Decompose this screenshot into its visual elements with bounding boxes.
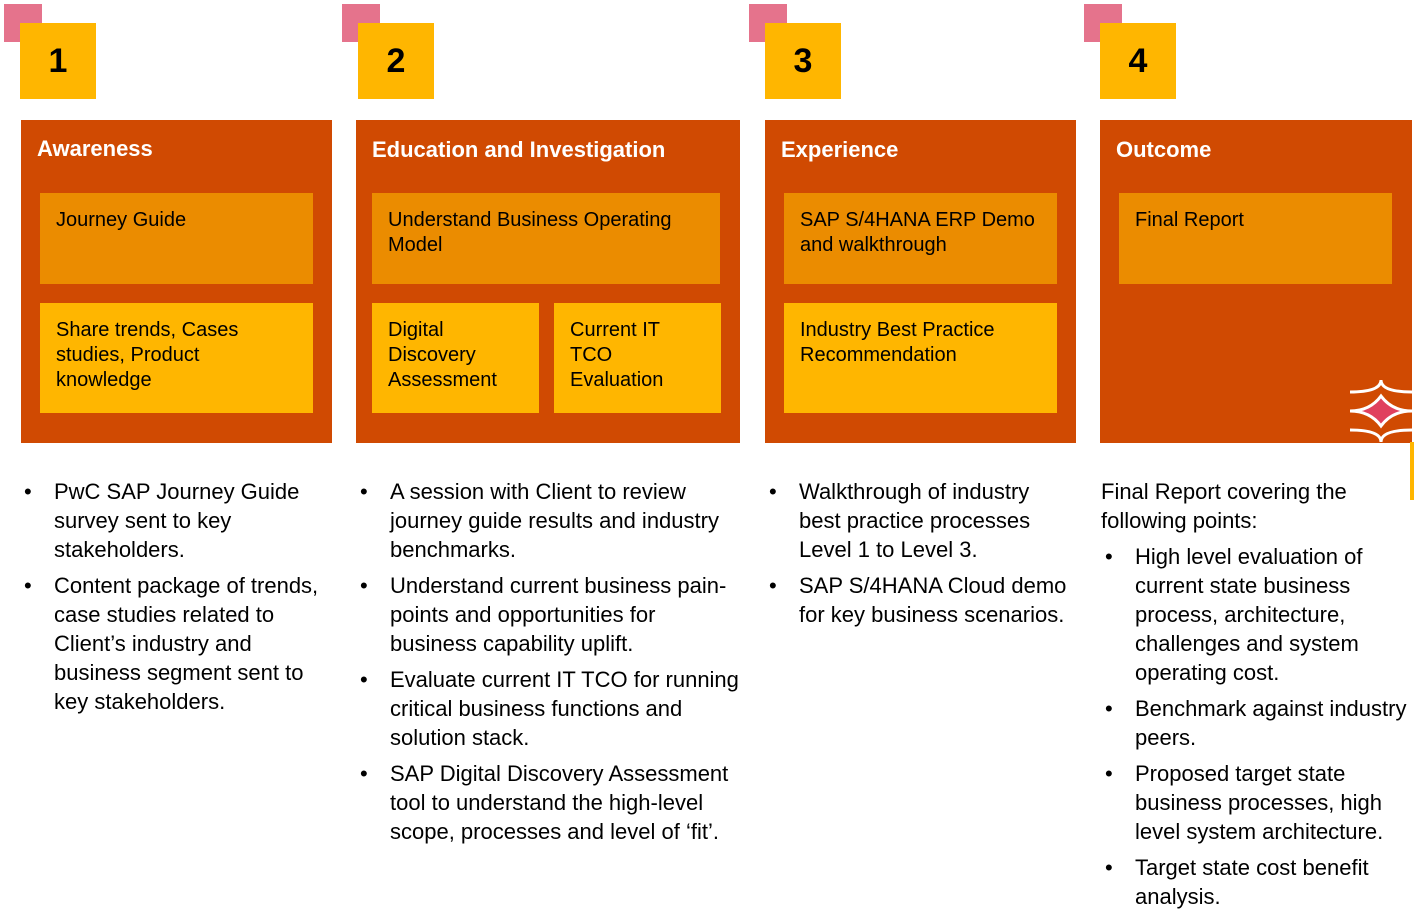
list-item: A session with Client to review journey … [356, 477, 740, 564]
box-business-operating-model: Understand Business Operating Model [372, 193, 720, 284]
panel-awareness: Awareness Journey Guide Share trends, Ca… [21, 120, 332, 443]
list-item: Proposed target state business processes… [1101, 759, 1411, 846]
list-item: Understand current business pain-points … [356, 571, 740, 658]
bullets-experience: Walkthrough of industry best practice pr… [765, 477, 1075, 636]
panel-title-awareness: Awareness [37, 136, 153, 161]
outcome-intro: Final Report covering the following poin… [1101, 479, 1347, 533]
list-item: SAP Digital Discovery Assessment tool to… [356, 759, 740, 846]
step-number-3: 3 [765, 23, 841, 99]
panel-education: Education and Investigation Understand B… [356, 120, 740, 443]
bullets-outcome: Final Report covering the following poin… [1101, 477, 1411, 918]
list-item: Target state cost benefit analysis. [1101, 853, 1411, 911]
bullets-awareness: PwC SAP Journey Guide survey sent to key… [20, 477, 330, 723]
box-best-practice: Industry Best Practice Recommendation [784, 303, 1057, 413]
list-item: High level evaluation of current state b… [1101, 542, 1411, 687]
box-s4hana-demo: SAP S/4HANA ERP Demo and walkthrough [784, 193, 1057, 284]
box-share-trends: Share trends, Cases studies, Product kno… [40, 303, 313, 413]
panel-title-outcome: Outcome [1116, 137, 1212, 162]
list-item: PwC SAP Journey Guide survey sent to key… [20, 477, 330, 564]
list-item: Content package of trends, case studies … [20, 571, 330, 716]
panel-title-education: Education and Investigation [372, 137, 666, 162]
list-item: Walkthrough of industry best practice pr… [765, 477, 1075, 564]
list-item: Evaluate current IT TCO for running crit… [356, 665, 740, 752]
step-number-4: 4 [1100, 23, 1176, 99]
list-item: SAP S/4HANA Cloud demo for key business … [765, 571, 1075, 629]
list-item: Benchmark against industry peers. [1101, 694, 1411, 752]
box-it-tco: Current IT TCO Evaluation [554, 303, 721, 413]
panel-experience: Experience SAP S/4HANA ERP Demo and walk… [765, 120, 1076, 443]
box-digital-discovery: Digital Discovery Assessment [372, 303, 539, 413]
box-final-report: Final Report [1119, 193, 1392, 284]
panel-title-experience: Experience [781, 137, 899, 162]
bullets-education: A session with Client to review journey … [356, 477, 740, 853]
step-number-1: 1 [20, 23, 96, 99]
accent-line [1410, 442, 1414, 500]
step-number-2: 2 [358, 23, 434, 99]
decorative-pattern-icon [1350, 380, 1412, 442]
box-journey-guide: Journey Guide [40, 193, 313, 284]
